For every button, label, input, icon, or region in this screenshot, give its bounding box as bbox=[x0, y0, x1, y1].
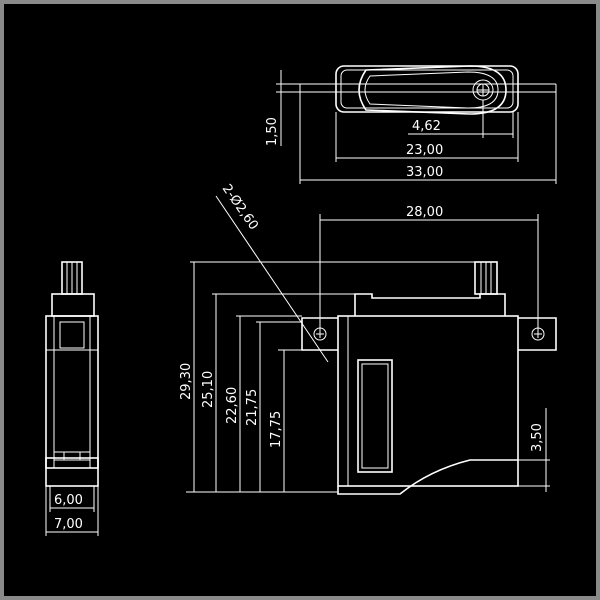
dim-4-62: 4,62 bbox=[412, 119, 441, 134]
dim-29-30: 29,30 bbox=[179, 363, 194, 400]
front-body-outline bbox=[337, 315, 519, 487]
side-bottom-cover bbox=[45, 457, 99, 487]
dim-22-60: 22,60 bbox=[225, 387, 240, 424]
dim-6-00: 6,00 bbox=[54, 493, 83, 508]
dim-21-75: 21,75 bbox=[245, 389, 260, 426]
dim-1-50: 1,50 bbox=[265, 117, 280, 146]
front-view: 2-Ø2,60 28,00 29,30 25,10 22,60 21,75 17… bbox=[179, 182, 557, 495]
side-body-outline bbox=[45, 315, 99, 469]
servo-horn bbox=[358, 65, 507, 115]
cable-exit bbox=[337, 459, 518, 495]
label-window bbox=[357, 359, 393, 473]
dim-23-00: 23,00 bbox=[406, 143, 443, 158]
top-view: 1,50 4,62 23,00 33,00 bbox=[265, 65, 557, 184]
dim-33-00: 33,00 bbox=[406, 165, 443, 180]
right-mounting-ear bbox=[518, 317, 557, 351]
dim-25-10: 25,10 bbox=[201, 371, 216, 408]
dim-3-50: 3,50 bbox=[530, 423, 545, 452]
dim-7-00: 7,00 bbox=[54, 517, 83, 532]
side-view: 6,00 7,00 bbox=[45, 261, 99, 536]
dim-28-00: 28,00 bbox=[406, 205, 443, 220]
dim-17-75: 17,75 bbox=[269, 411, 284, 448]
